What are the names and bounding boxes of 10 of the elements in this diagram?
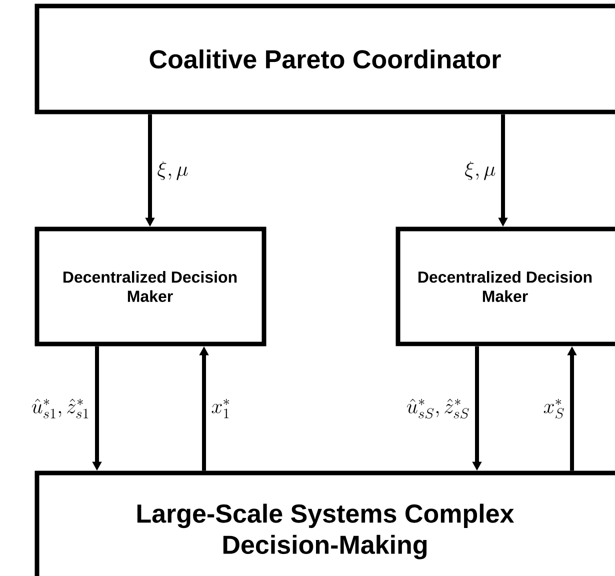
edge-label: $x^{*}_{1}$ — [212, 398, 229, 418]
decision-maker-box: Decentralized Decision Maker — [396, 226, 615, 346]
edge-label: $\hat{u}^{*}_{s1},\hat{z}^{*}_{s1}$ — [32, 398, 88, 418]
edge-label: $\hat{u}^{*}_{sS},\hat{z}^{*}_{sS}$ — [406, 398, 469, 419]
edge-label: $\xi,\mu$ — [158, 161, 188, 180]
decision-maker-box: Decentralized Decision Maker — [34, 226, 266, 346]
coordinator-box: Coalitive Pareto Coordinator — [34, 4, 615, 114]
edge-label: $x^{*}_{S}$ — [544, 398, 564, 418]
system-box: Large-Scale Systems Complex Decision-Making — [34, 470, 615, 576]
edge-label: $\xi,\mu$ — [465, 161, 496, 180]
